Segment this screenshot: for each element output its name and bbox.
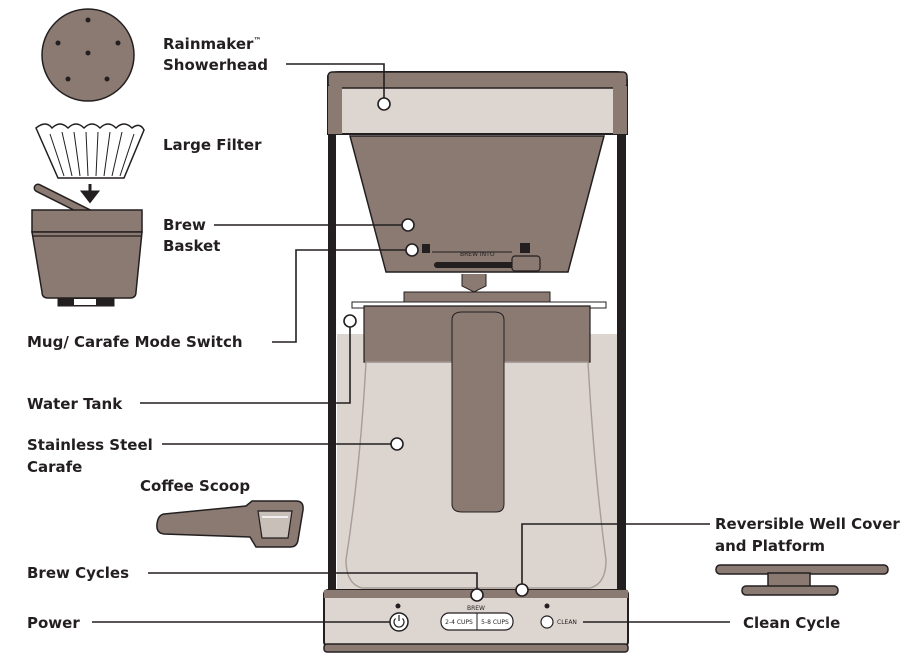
label-well-cover: Reversible Well Cover <box>715 515 900 533</box>
brew-into-text: BREW INTO <box>460 251 495 258</box>
clean-text: CLEAN <box>557 619 577 626</box>
label-brew-basket: Brew <box>163 216 206 234</box>
clean-indicator-light <box>544 603 550 609</box>
label-power: Power <box>27 614 80 632</box>
label-large-filter: Large Filter <box>163 136 262 154</box>
label-carafe: Stainless Steel <box>27 436 153 454</box>
label-showerhead-line2: Showerhead <box>163 56 268 74</box>
leader-lines <box>92 63 730 623</box>
label-coffee-scoop: Coffee Scoop <box>140 477 250 495</box>
power-icon <box>393 618 405 628</box>
filter-part <box>35 123 145 204</box>
label-showerhead: Rainmaker™ <box>163 35 261 53</box>
label-mode-switch: Mug/ Carafe Mode Switch <box>27 333 243 351</box>
coffee-scoop-part <box>156 500 304 548</box>
callout-markers <box>343 97 529 602</box>
cups-large-button[interactable]: 5-8 CUPS <box>481 619 509 626</box>
brew-text: BREW <box>467 605 485 612</box>
well-cover-part <box>715 564 889 596</box>
coffee-maker: BREW INTO BREW 2-4 CUPS 5-8 CUPS CLEA <box>323 71 629 653</box>
power-button[interactable] <box>389 612 409 632</box>
showerhead-part <box>41 8 135 102</box>
brew-cycle-selector[interactable]: 2-4 CUPS 5-8 CUPS <box>440 612 514 631</box>
label-brew-basket-line2: Basket <box>163 237 220 255</box>
label-clean-cycle: Clean Cycle <box>743 614 840 632</box>
brew-basket-part <box>31 183 143 307</box>
label-water-tank: Water Tank <box>27 395 123 413</box>
cups-small-button[interactable]: 2-4 CUPS <box>445 619 473 626</box>
label-carafe-line2: Carafe <box>27 458 82 476</box>
clean-button[interactable] <box>540 615 554 629</box>
label-brew-cycles: Brew Cycles <box>27 564 129 582</box>
label-well-cover-line2: and Platform <box>715 537 825 555</box>
power-indicator-light <box>395 603 401 609</box>
